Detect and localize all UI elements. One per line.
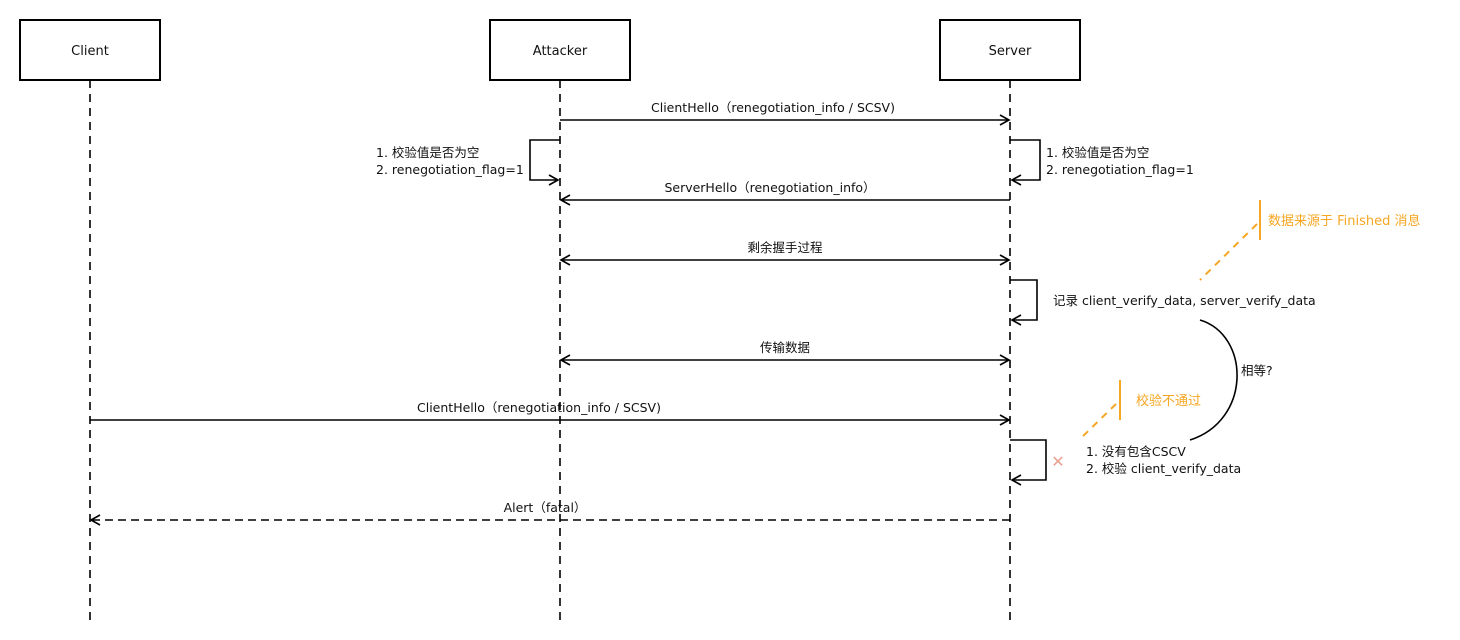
self-loop-server-verify: 1. 没有包含CSCV 2. 校验 client_verify_data [1010, 439, 1241, 486]
actor-server: Server [939, 19, 1081, 81]
self-loop-arrow [1010, 439, 1047, 486]
loop-note-line: 2. renegotiation_flag=1 [376, 162, 524, 177]
message-alert-fatal: Alert（fatal） [89, 500, 1010, 526]
message-clienthello-attacker: ClientHello（renegotiation_info / SCSV) [560, 100, 1011, 126]
annotation-text: 数据来源于 Finished 消息 [1268, 213, 1421, 229]
actor-box [19, 19, 161, 81]
loop-note-line: 1. 没有包含CSCV [1086, 444, 1186, 459]
actor-client: Client [19, 19, 161, 81]
self-loop-arrow [529, 139, 560, 186]
message-data-transfer: 传输数据 [559, 340, 1011, 366]
loop-note-line: 1. 校验值是否为空 [376, 145, 479, 160]
message-label: 剩余握手过程 [747, 240, 823, 255]
message-remaining-handshake: 剩余握手过程 [559, 240, 1011, 266]
message-label: ClientHello（renegotiation_info / SCSV) [417, 400, 661, 415]
reject-x-icon: ✕ [1051, 452, 1064, 471]
message-label: ClientHello（renegotiation_info / SCSV) [651, 100, 895, 115]
actor-label: Server [989, 44, 1032, 59]
self-loop-server-check: 1. 校验值是否为空 2. renegotiation_flag=1 [1010, 139, 1194, 186]
loop-note-line: 1. 校验值是否为空 [1046, 145, 1149, 160]
actor-label: Client [71, 44, 109, 59]
loop-note-line: 2. 校验 client_verify_data [1086, 461, 1241, 476]
loop-note-line: 2. renegotiation_flag=1 [1046, 162, 1194, 177]
comparison-label: 相等? [1241, 363, 1273, 378]
actor-label: Attacker [533, 44, 588, 59]
annotation-text: 校验不通过 [1136, 393, 1201, 409]
actor-attacker: Attacker [489, 19, 631, 81]
self-loop-attacker-check: 1. 校验值是否为空 2. renegotiation_flag=1 [376, 139, 560, 186]
message-serverhello: ServerHello（renegotiation_info） [559, 180, 1010, 206]
message-label: Alert（fatal） [504, 500, 587, 515]
message-label: 传输数据 [760, 340, 810, 355]
self-loop-arrow [1010, 139, 1041, 186]
self-loop-server-record: 记录 client_verify_data, server_verify_dat… [1010, 279, 1316, 326]
message-label: ServerHello（renegotiation_info） [664, 180, 875, 195]
arc-line [1189, 319, 1238, 441]
message-clienthello-client: ClientHello（renegotiation_info / SCSV) [90, 400, 1011, 426]
loop-note-line: 记录 client_verify_data, server_verify_dat… [1053, 293, 1316, 308]
annotation-verify-failed: 校验不通过 [1078, 380, 1201, 441]
annotation-connector [1078, 403, 1117, 441]
self-loop-arrow [1010, 279, 1038, 326]
actor-box [489, 19, 631, 81]
comparison-arc: 相等? [1189, 319, 1273, 441]
annotation-connector [1199, 223, 1258, 281]
annotation-finished-source: 数据来源于 Finished 消息 [1199, 200, 1421, 281]
